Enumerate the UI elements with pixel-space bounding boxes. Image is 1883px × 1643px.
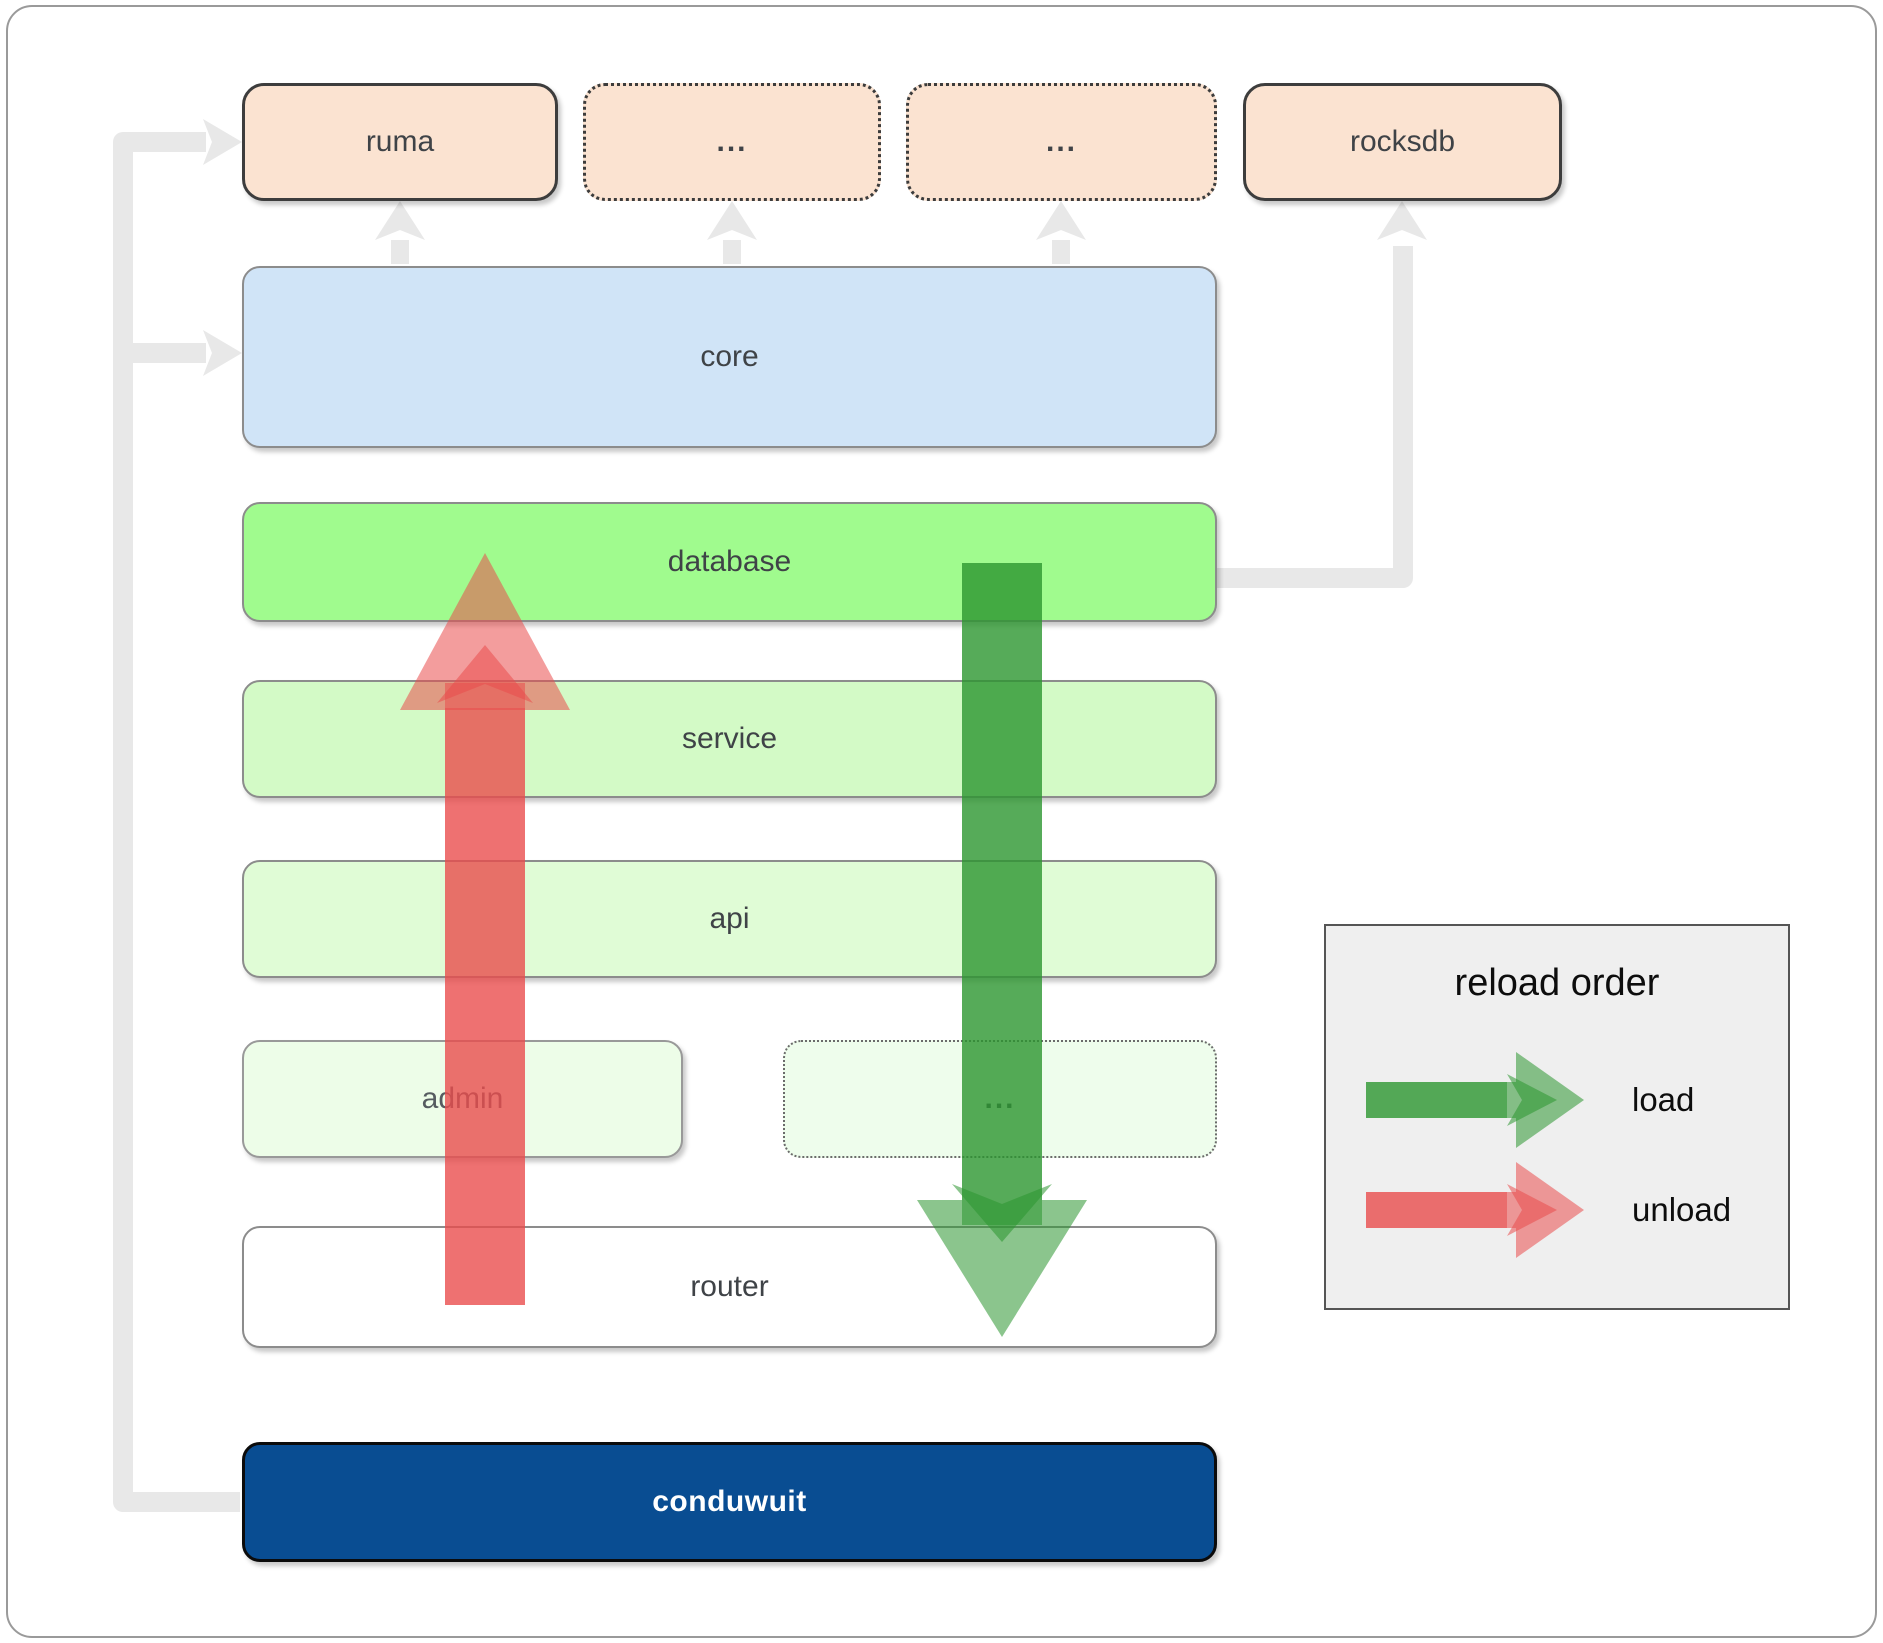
legend: reload order load unload (1324, 924, 1790, 1310)
node-label: database (667, 545, 792, 578)
node-api: api (242, 860, 1217, 978)
node-label: ruma (365, 125, 435, 158)
node-label: ... (1045, 125, 1077, 158)
node-rocksdb: rocksdb (1243, 83, 1562, 201)
node-admin: admin (242, 1040, 683, 1158)
node-label: rocksdb (1349, 125, 1456, 158)
node-conduwuit: conduwuit (242, 1442, 1217, 1562)
unload-arrow-right-icon (1366, 1162, 1584, 1258)
node-label: router (690, 1270, 769, 1303)
node-label: api (709, 902, 750, 935)
node-crates-more-2: ... (906, 83, 1217, 201)
node-database: database (242, 502, 1217, 622)
node-ruma: ruma (242, 83, 558, 201)
node-service: service (242, 680, 1217, 798)
node-label: conduwuit (652, 1485, 807, 1518)
node-core: core (242, 266, 1217, 448)
node-label: core (700, 340, 759, 373)
node-router: router (242, 1226, 1217, 1348)
legend-title: reload order (1454, 962, 1660, 1004)
node-crates-more-1: ... (583, 83, 881, 201)
outer-frame (6, 5, 1877, 1638)
legend-unload-label: unload (1632, 1191, 1732, 1228)
load-arrow-right-icon (1366, 1052, 1584, 1148)
legend-load-label: load (1632, 1081, 1695, 1118)
node-services-more: ... (783, 1040, 1217, 1158)
node-label: ... (984, 1082, 1016, 1115)
node-label: ... (716, 125, 748, 158)
node-label: service (681, 722, 778, 755)
legend-arrows (1366, 1052, 1584, 1258)
node-label: admin (421, 1082, 504, 1115)
